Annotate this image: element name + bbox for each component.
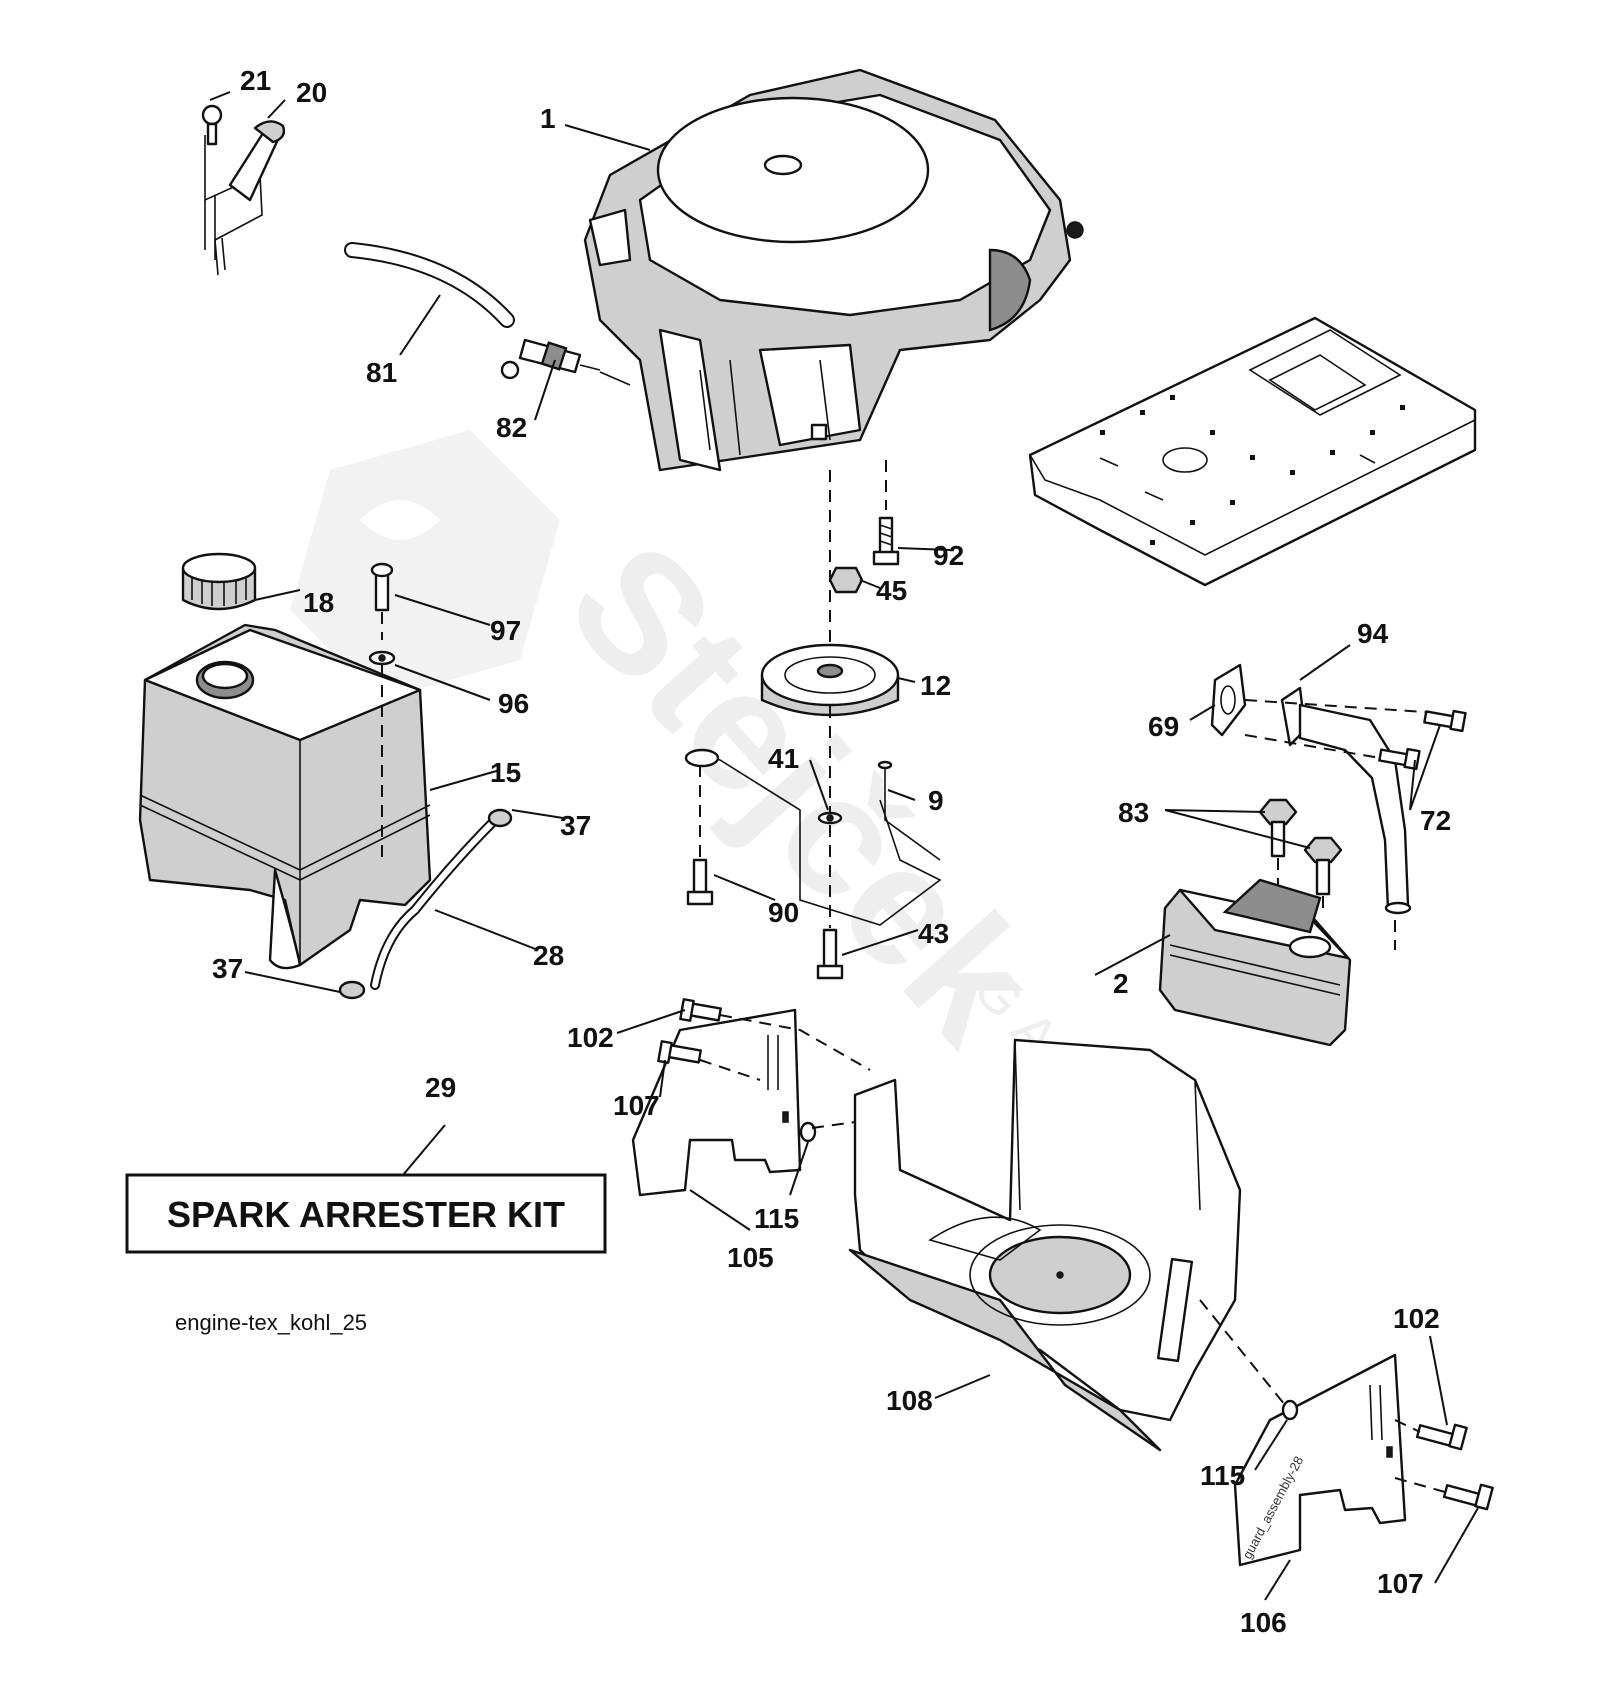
- fuel-line-part: [344, 242, 515, 328]
- assembly-guide-3: [1199, 1299, 1446, 1493]
- callout-96: 96: [498, 688, 529, 719]
- callout-115-left: 115: [754, 1203, 799, 1234]
- dipstick-tube-part: [877, 760, 941, 861]
- callout-37-upper: 37: [560, 810, 591, 841]
- callout-69: 69: [1148, 711, 1179, 742]
- tank-screw-part: [368, 562, 396, 860]
- callout-45: 45: [876, 575, 907, 606]
- callout-9: 9: [928, 785, 944, 816]
- fuel-tank-part: [138, 623, 432, 970]
- engine-guard-part: [848, 1038, 1242, 1452]
- fuel-filter-part: [500, 338, 631, 386]
- callout-43: 43: [918, 918, 949, 949]
- throttle-bracket-part: [201, 104, 286, 276]
- fuel-hose-part: [338, 808, 513, 1000]
- callout-107-right: 107: [1377, 1568, 1424, 1599]
- right-heat-shield-part: guard_assembly-28: [1233, 1353, 1407, 1567]
- bolt-107a-part: [657, 1040, 702, 1064]
- callout-94: 94: [1357, 618, 1389, 649]
- washer-115a-part: [799, 1121, 817, 1143]
- muffler-part: [1158, 878, 1352, 1047]
- chassis-plate-part: [1028, 316, 1477, 587]
- bolt-102a-part: [679, 998, 722, 1022]
- fuel-cap-part: [181, 552, 257, 611]
- callout-81: 81: [366, 357, 397, 388]
- leader-lines: [209, 91, 1479, 1601]
- callout-106: 106: [1240, 1607, 1287, 1638]
- callout-37-lower: 37: [212, 953, 243, 984]
- bolt-92-part: [872, 516, 900, 566]
- callout-102-right: 102: [1393, 1303, 1440, 1334]
- pulley-part: [760, 643, 900, 717]
- callout-18: 18: [303, 587, 334, 618]
- callout-1: 1: [540, 103, 556, 134]
- callout-83: 83: [1118, 797, 1149, 828]
- callout-105: 105: [727, 1242, 774, 1273]
- callout-2: 2: [1113, 968, 1129, 999]
- engine-part: [583, 68, 1084, 472]
- callout-29: 29: [425, 1072, 456, 1103]
- exhaust-gasket-part: [1210, 663, 1247, 737]
- bolt-107b-part: [1442, 1483, 1494, 1511]
- callout-97: 97: [490, 615, 521, 646]
- washer-115b-part: [1281, 1399, 1299, 1421]
- callouts: 1 21 20 81 82 92 45 12 18 97 96 15 37 28…: [212, 65, 1451, 1638]
- callout-107-left: 107: [613, 1090, 660, 1121]
- muffler-screw-part: [1258, 798, 1396, 950]
- retainer-bar-part: [684, 748, 942, 926]
- exhaust-screw-part: [1244, 699, 1467, 771]
- callout-82: 82: [496, 412, 527, 443]
- callout-21: 21: [240, 65, 271, 96]
- callout-115-right: 115: [1200, 1460, 1245, 1491]
- watermark-logo-icon: [290, 430, 560, 700]
- bolt-43-part: [816, 706, 844, 980]
- nut-45-part: [828, 566, 864, 594]
- exhaust-pipe-part: [1280, 686, 1412, 915]
- callout-12: 12: [920, 670, 951, 701]
- callout-20: 20: [296, 77, 327, 108]
- callout-92: 92: [933, 540, 964, 571]
- callout-90: 90: [768, 897, 799, 928]
- bolt-90-part: [686, 765, 714, 906]
- callout-15: 15: [490, 757, 521, 788]
- callout-28: 28: [533, 940, 564, 971]
- spark-arrester-kit-label: SPARK ARRESTER KIT: [167, 1194, 565, 1235]
- callout-72: 72: [1420, 805, 1451, 836]
- washer-41-part: [817, 811, 843, 825]
- bolt-102b-part: [1415, 1423, 1468, 1451]
- callout-102-left: 102: [567, 1022, 614, 1053]
- diagram-reference-code: engine-tex_kohl_25: [175, 1310, 367, 1335]
- callout-41: 41: [768, 743, 799, 774]
- spark-arrester-kit-box: SPARK ARRESTER KIT: [125, 1173, 607, 1254]
- callout-108: 108: [886, 1385, 933, 1416]
